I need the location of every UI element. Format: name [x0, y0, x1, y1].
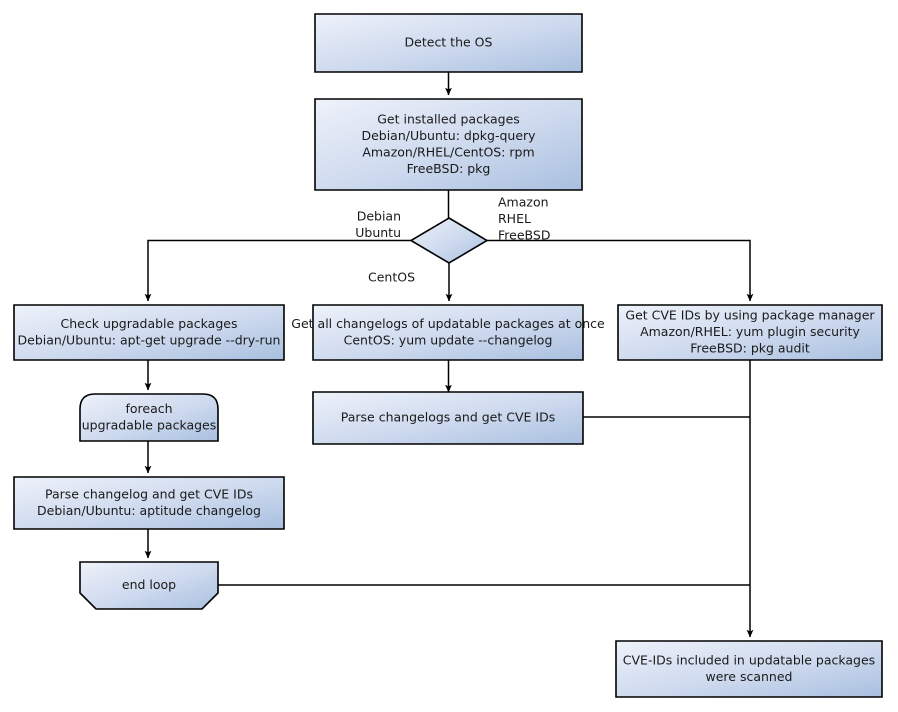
node-scan-complete[interactable]: CVE-IDs included in updatable packages we…: [615, 640, 883, 698]
node-label-foreach-loop-start: upgradable packages: [82, 417, 217, 432]
node-parse-changelog-single[interactable]: Parse changelog and get CVE IDsDebian/Ub…: [13, 476, 285, 530]
node-label-get-installed-packages: FreeBSD: pkg: [407, 161, 491, 176]
node-shape-get-all-changelogs: [312, 304, 584, 361]
node-detect-os[interactable]: Detect the OS: [314, 13, 583, 73]
edges-layer: [144, 72, 754, 638]
node-label-get-cve-ids-pkg-manager: Amazon/RHEL: yum plugin security: [640, 324, 860, 339]
node-label-end-loop: end loop: [122, 577, 176, 592]
edge-label-label-centos: CentOS: [368, 270, 415, 285]
node-label-detect-os: Detect the OS: [405, 35, 493, 50]
node-get-all-changelogs[interactable]: Get all changelogs of updatable packages…: [291, 304, 605, 361]
node-check-upgradable-packages[interactable]: Check upgradable packagesDebian/Ubuntu: …: [13, 304, 285, 361]
node-label-get-all-changelogs: CentOS: yum update --changelog: [344, 332, 553, 347]
node-label-get-installed-packages: Amazon/RHEL/CentOS: rpm: [362, 144, 534, 159]
node-shape-get-installed-packages: [314, 98, 583, 191]
node-shape-os-decision: [409, 217, 489, 264]
node-label-get-installed-packages: Debian/Ubuntu: dpkg-query: [361, 128, 536, 143]
node-shape-get-cve-ids-pkg-manager: [617, 304, 883, 361]
edge-label-text-label-debian-ubuntu: Ubuntu: [355, 225, 401, 240]
edge-label-text-label-amazon-rhel-freebsd: Amazon: [498, 195, 549, 210]
node-end-loop[interactable]: end loop: [79, 561, 219, 610]
node-os-decision[interactable]: [409, 217, 489, 264]
node-label-check-upgradable-packages: Check upgradable packages: [61, 316, 238, 331]
node-label-parse-changelog-single: Parse changelog and get CVE IDs: [45, 486, 253, 501]
node-label-get-cve-ids-pkg-manager: FreeBSD: pkg audit: [690, 341, 810, 356]
node-shape-check-upgradable-packages: [13, 304, 285, 361]
edge-decision-to-debian: [144, 239, 411, 302]
node-shape-scan-complete: [615, 640, 883, 698]
node-label-get-cve-ids-pkg-manager: Get CVE IDs by using package manager: [625, 308, 875, 323]
edge-decision-to-rhel: [487, 239, 754, 302]
node-label-check-upgradable-packages: Debian/Ubuntu: apt-get upgrade --dry-run: [18, 332, 281, 347]
node-shape-detect-os: [314, 13, 583, 73]
node-label-get-installed-packages: Get installed packages: [377, 111, 520, 126]
edge-label-text-label-amazon-rhel-freebsd: RHEL: [498, 211, 531, 226]
node-shape-foreach-loop-start: [79, 393, 219, 442]
node-shape-parse-changelog-single: [13, 476, 285, 530]
node-get-cve-ids-pkg-manager[interactable]: Get CVE IDs by using package managerAmaz…: [617, 304, 883, 361]
nodes-layer: Detect the OS Get installed packagesDebia…: [13, 13, 883, 698]
edge-label-text-label-debian-ubuntu: Debian: [357, 209, 401, 224]
node-label-parse-changelog-single: Debian/Ubuntu: aptitude changelog: [37, 503, 261, 518]
node-shape-end-loop: [79, 561, 219, 610]
node-parse-changelogs-multi[interactable]: Parse changelogs and get CVE IDs: [312, 391, 584, 445]
node-label-scan-complete: CVE-IDs included in updatable packages: [623, 652, 875, 667]
node-label-scan-complete: were scanned: [706, 669, 793, 684]
node-shape-parse-changelogs-multi: [312, 391, 584, 445]
edge-label-text-label-amazon-rhel-freebsd: FreeBSD: [498, 228, 550, 243]
node-label-foreach-loop-start: foreach: [125, 401, 172, 416]
edge-label-text-label-centos: CentOS: [368, 270, 415, 285]
node-label-get-all-changelogs: Get all changelogs of updatable packages…: [291, 316, 605, 331]
node-label-parse-changelogs-multi: Parse changelogs and get CVE IDs: [341, 410, 555, 425]
